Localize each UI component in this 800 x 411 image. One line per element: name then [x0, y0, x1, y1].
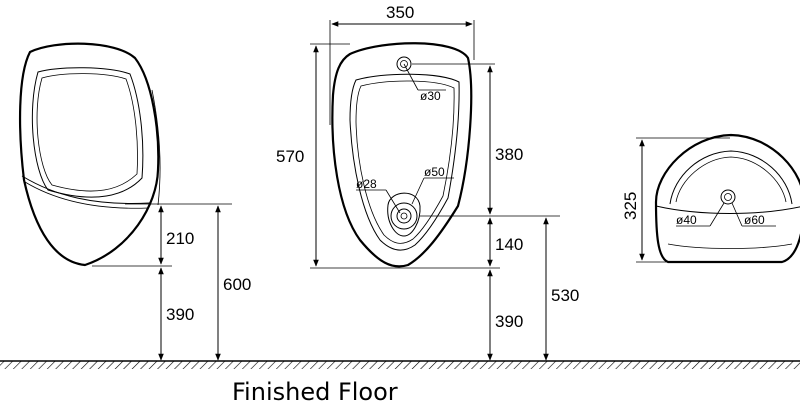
dim-380-label: 380 [495, 145, 523, 164]
top-view-inner-rim-2 [675, 156, 787, 203]
dim-325-label: 325 [621, 192, 640, 220]
drain-outer [390, 202, 418, 230]
side-view-lower-band-2 [24, 181, 149, 209]
top-inlet-outer [720, 189, 736, 205]
top-view: 325 ø40 ø60 [621, 133, 800, 264]
top-view-outline [654, 133, 800, 264]
dim-350-label: 350 [386, 3, 414, 22]
dim-600-label: 600 [223, 275, 251, 294]
inlet-outer [396, 56, 412, 72]
top-inlet-inner [724, 193, 732, 201]
dim-390-front-label: 390 [495, 312, 523, 331]
dim-390-side-label: 390 [166, 305, 194, 324]
finished-floor: Finished Floor [0, 360, 800, 406]
drain-collar [387, 192, 421, 237]
d30-label: ø30 [420, 89, 441, 103]
d50-label: ø50 [424, 165, 445, 179]
front-view-outline [331, 42, 473, 268]
top-view-back-line [667, 243, 793, 249]
d40-label: ø40 [676, 213, 697, 227]
side-view: 210 390 600 [18, 42, 251, 361]
side-view-lower-band [21, 175, 151, 204]
top-view-inner-rim [669, 150, 793, 205]
inlet-inner [400, 60, 408, 68]
dim-570-label: 570 [276, 147, 304, 166]
front-view: 350 570 380 140 390 530 ø30 ø28 ø50 [276, 3, 579, 361]
floor-label: Finished Floor [232, 378, 398, 406]
floor-hatch [0, 361, 800, 369]
front-view-inner-bowl-2 [355, 80, 455, 244]
side-view-inner-rim [31, 67, 144, 198]
top-view-front-band [655, 205, 800, 214]
dim-140-label: 140 [495, 235, 523, 254]
side-view-back-edge [151, 89, 161, 206]
d60-label: ø60 [744, 213, 765, 227]
dim-210-label: 210 [166, 229, 194, 248]
drain-core [400, 212, 408, 220]
dim-530-label: 530 [551, 286, 579, 305]
d28-label: ø28 [356, 177, 377, 191]
front-view-inner-bowl [349, 73, 460, 251]
side-view-inner-rim-2 [36, 73, 138, 192]
drain-inner [396, 208, 412, 224]
side-view-outline [18, 42, 160, 267]
